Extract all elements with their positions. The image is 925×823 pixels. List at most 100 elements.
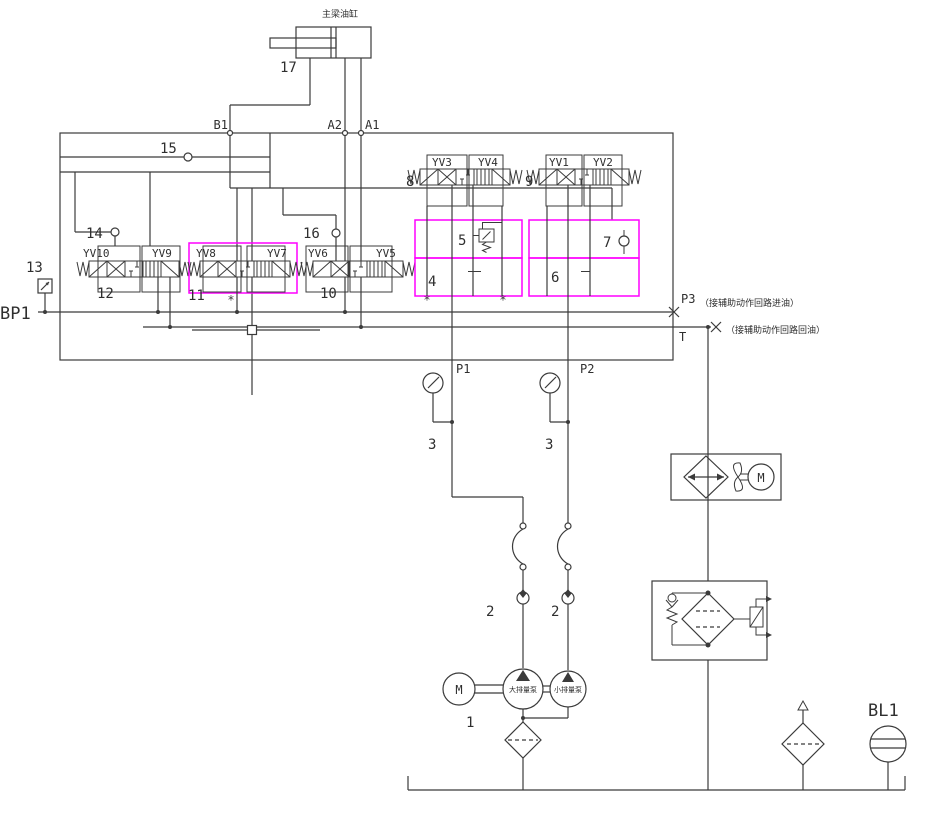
solenoid-yv6: YV6 <box>308 247 328 260</box>
pump-unit: M 1 大排量泵 小排量泵 <box>442 668 587 790</box>
port-p3: P3 <box>681 292 695 306</box>
relief-valve-group-left: 5 4 * * <box>414 185 523 497</box>
valve-9: YV1 YV2 9 <box>525 154 642 207</box>
port-bp1: BP1 <box>0 304 31 324</box>
port-bl1: BL1 <box>868 701 899 721</box>
label-3b: 3 <box>545 437 553 453</box>
valve-11: YV8 YV7 11 * <box>187 242 303 314</box>
cooler-outline <box>670 453 782 501</box>
solenoid-yv3: YV3 <box>432 156 452 169</box>
cylinder-title: 主梁油缸 <box>322 8 358 20</box>
label-13: 13 <box>26 260 43 276</box>
solenoid-yv8: YV8 <box>196 247 216 260</box>
label-2b: 2 <box>551 604 559 620</box>
level-gauge-icon <box>869 725 907 763</box>
node-a2 <box>341 129 349 137</box>
solenoid-yv7: YV7 <box>267 247 287 260</box>
cooler-diamond-icon <box>683 455 729 499</box>
cylinder-body <box>295 26 372 59</box>
flex-hose-icon <box>556 528 569 565</box>
internal-plumbing <box>60 133 613 261</box>
solenoid-yv10: YV10 <box>83 247 110 260</box>
plug-x-t-icon <box>710 321 722 333</box>
directional-valve-8-icon <box>407 168 523 186</box>
solenoid-yv4: YV4 <box>478 156 498 169</box>
valve-12: YV10 YV9 12 <box>76 245 192 329</box>
highlight-box-5 <box>414 219 523 259</box>
asterisk-marker: * <box>423 293 430 307</box>
tank-rail <box>407 776 906 791</box>
label-7: 7 <box>603 235 611 251</box>
fan-blade-icon <box>733 462 743 478</box>
asterisk-marker: * <box>499 293 506 307</box>
highlight-box-6 <box>528 257 640 297</box>
label-16: 16 <box>303 226 320 242</box>
valve-8: YV3 YV4 8 <box>406 154 523 207</box>
breather-arrow-icon <box>797 699 809 711</box>
fan-motor-label: M <box>757 471 764 485</box>
label-8: 8 <box>406 174 414 190</box>
label-4: 4 <box>428 274 436 290</box>
note-p3: （接辅助动作回路进油） <box>700 297 799 309</box>
orifice-16-icon <box>331 228 341 238</box>
pressure-switch-13: 13 <box>26 260 53 314</box>
highlight-box-4 <box>414 257 523 297</box>
node-b1 <box>226 129 234 137</box>
label-11: 11 <box>188 288 205 304</box>
port-a2: A2 <box>328 118 342 132</box>
label-14: 14 <box>86 226 103 242</box>
node-a1 <box>357 129 365 137</box>
level-gauge-bl1: BL1 <box>868 701 907 790</box>
label-12: 12 <box>97 286 114 302</box>
port-b1: B1 <box>214 118 228 132</box>
plug-x-p3-icon <box>668 306 680 318</box>
label-2a: 2 <box>486 604 494 620</box>
hose-check-left: 2 <box>452 496 530 668</box>
fan-motor-icon <box>747 463 775 491</box>
main-cylinder: 主梁油缸 17 <box>229 8 372 130</box>
pump-large-label: 大排量泵 <box>509 685 537 694</box>
solenoid-yv5: YV5 <box>376 247 396 260</box>
gauge-p1: 3 P1 <box>422 362 470 453</box>
port-p2: P2 <box>580 362 594 376</box>
solenoid-yv2: YV2 <box>593 156 613 169</box>
flex-hose-icon <box>511 528 524 565</box>
asterisk-marker: * <box>227 293 234 307</box>
label-17: 17 <box>280 60 297 76</box>
label-10: 10 <box>320 286 337 302</box>
label-1: 1 <box>466 715 474 731</box>
relief-valve-5-icon <box>478 222 503 253</box>
label-5: 5 <box>458 233 466 249</box>
valve-10: YV6 YV5 10 <box>300 245 416 329</box>
electric-motor-icon <box>442 672 476 706</box>
motor-m-label: M <box>455 683 462 697</box>
port-p1: P1 <box>456 362 470 376</box>
node-marker <box>246 324 258 336</box>
label-9: 9 <box>525 174 533 190</box>
return-filter <box>651 580 772 790</box>
orifice-15-icon <box>183 152 193 162</box>
label-15: 15 <box>160 141 177 157</box>
label-6: 6 <box>551 270 559 286</box>
relief-valve-group-right: 7 6 <box>528 185 640 523</box>
directional-valve-12-icon <box>76 260 192 278</box>
orifice-14-icon <box>110 227 120 237</box>
hose-check-right: 2 <box>551 522 575 670</box>
pump-small-label: 小排量泵 <box>554 685 582 694</box>
solenoid-yv9: YV9 <box>152 247 172 260</box>
manifold-block: B1 A2 A1 15 14 16 <box>0 118 825 395</box>
fan-blade-icon <box>733 476 743 492</box>
gauge-p2: 3 P2 <box>539 362 594 453</box>
solenoid-yv1: YV1 <box>549 156 569 169</box>
filter-outline <box>651 580 768 661</box>
manifold-outline <box>59 132 674 361</box>
cylinder-port-lines <box>229 58 362 130</box>
port-a1: A1 <box>365 118 379 132</box>
port-t: T <box>679 330 686 344</box>
air-breather <box>781 699 825 790</box>
check-valve-7-icon <box>618 235 630 247</box>
note-t: （接辅助动作回路回油） <box>726 324 825 336</box>
oil-cooler: M <box>670 325 782 581</box>
